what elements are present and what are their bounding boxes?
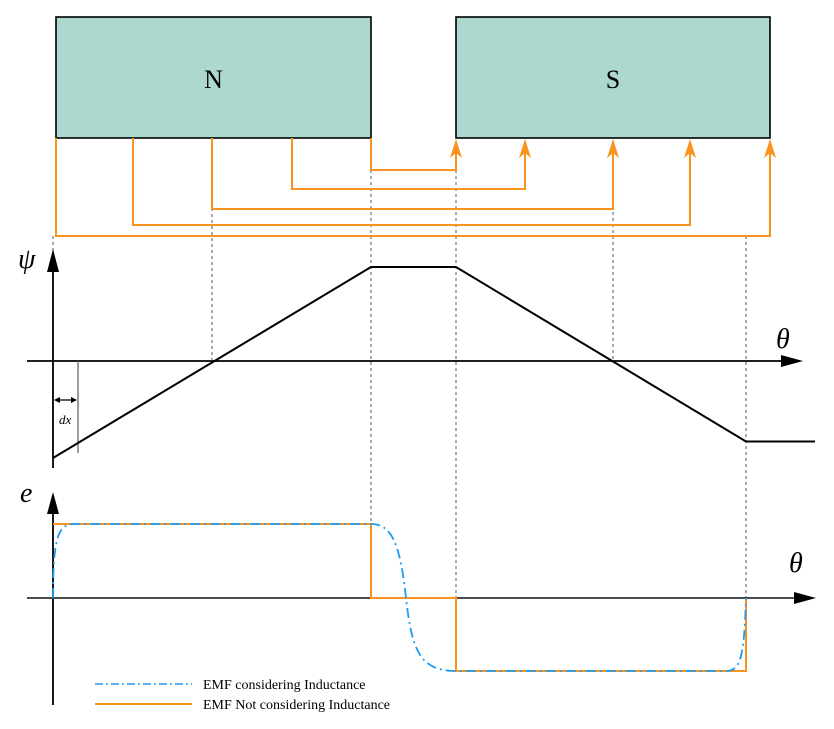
coil-arrowhead-icon: [764, 139, 776, 158]
coil-connections: [55, 138, 771, 237]
dx-right-arrow-icon: [71, 397, 77, 403]
north-magnet: N: [55, 16, 372, 139]
emf-theta-axis-label: θ: [789, 548, 803, 579]
north-magnet-label: N: [204, 65, 223, 94]
psi-axis-arrow-icon: [47, 249, 59, 272]
south-magnet-label: S: [606, 65, 620, 94]
emf-theta-axis-arrow-icon: [794, 592, 816, 604]
north-magnet-body: [55, 16, 372, 139]
coil-arrowheads: [450, 139, 776, 158]
emf-plot: e θ: [20, 478, 816, 705]
legend-label-emf-inductance: EMF considering Inductance: [203, 678, 366, 693]
legend: EMF considering Inductance EMF Not consi…: [95, 678, 390, 713]
psi-axis-label: ψ: [18, 244, 36, 275]
south-magnet-body: [455, 16, 771, 139]
coil-connection: [132, 138, 691, 226]
flux-curve: [52, 266, 815, 459]
e-axis-label: e: [20, 478, 32, 509]
dx-left-arrow-icon: [54, 397, 60, 403]
flux-theta-axis-arrow-icon: [781, 355, 803, 367]
coil-connection: [211, 138, 614, 210]
emf-inductance-line: [52, 523, 747, 672]
coil-arrowhead-icon: [519, 139, 531, 158]
flux-plot: ψ θ dx: [18, 244, 815, 468]
coil-connection: [291, 138, 526, 190]
flux-theta-axis-label: θ: [776, 324, 790, 355]
dx-label: dx: [59, 412, 72, 427]
coil-arrowhead-icon: [607, 139, 619, 158]
south-magnet: S: [455, 16, 771, 139]
coil-arrowhead-icon: [450, 139, 462, 158]
e-axis-arrow-icon: [47, 492, 59, 514]
coil-connection: [370, 138, 457, 171]
coil-arrowhead-icon: [684, 139, 696, 158]
coil-connection: [55, 138, 771, 237]
legend-label-emf-no-inductance: EMF Not considering Inductance: [203, 698, 390, 713]
